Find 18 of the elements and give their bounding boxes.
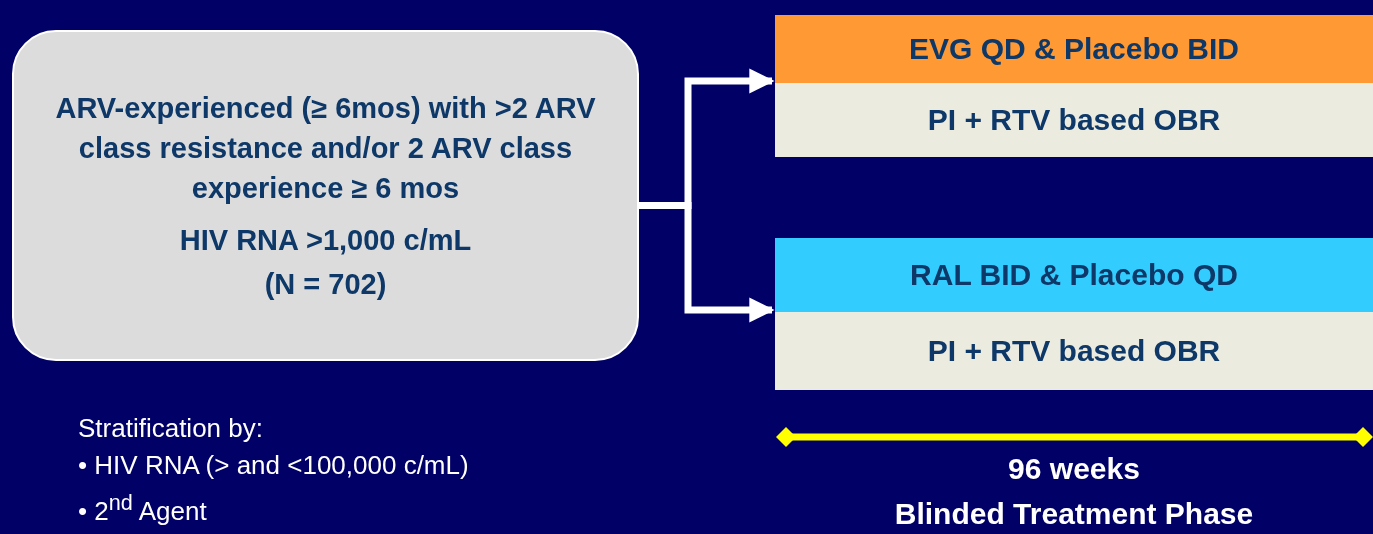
population-text: (N = 702) <box>264 266 387 302</box>
stratification-heading: Stratification by: <box>78 412 264 445</box>
phase-label: Blinded Treatment Phase <box>893 497 1255 531</box>
arm-text: PI + RTV based OBR <box>927 334 1221 368</box>
population-text: ARV-experienced (≥ 6mos) with >2 ARV class resistance and/or 2 ARV class experience ≥ 6 mos <box>54 90 597 206</box>
arm-header <box>775 238 1373 312</box>
arm-text: RAL BID & Placebo QD <box>910 258 1238 292</box>
duration-label: 96 weeks <box>1007 452 1141 486</box>
arm-header <box>775 15 1373 83</box>
arrow <box>639 201 775 323</box>
stratification-item: • 2$^{nd}$ Agent <box>78 489 208 528</box>
arm-regimen-box <box>775 83 1373 157</box>
arm-text: EVG QD & Placebo BID <box>908 32 1240 66</box>
arm-text: PI + RTV based OBR <box>927 103 1221 137</box>
population-box <box>12 30 639 361</box>
population-text: HIV RNA >1,000 c/mL <box>179 222 472 258</box>
stratification-item: • HIV RNA (> and <100,000 c/mL) <box>78 449 469 482</box>
arm-regimen-box <box>775 312 1373 390</box>
